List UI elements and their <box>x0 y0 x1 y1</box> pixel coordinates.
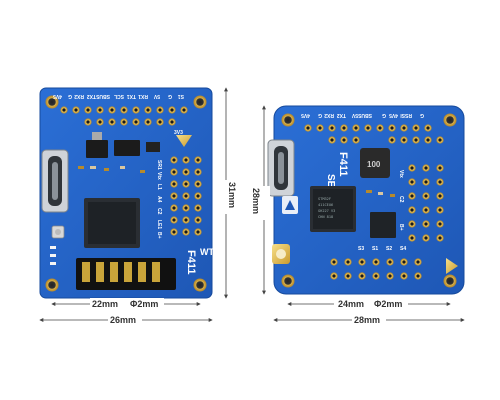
pin-label: B+ <box>398 224 404 231</box>
pin-label: B+ <box>156 232 162 239</box>
antenna-pad <box>272 244 290 264</box>
top-pads <box>60 106 188 126</box>
pin-label: A4 <box>156 196 162 203</box>
board1-hole-diameter-label: Φ2mm <box>130 299 158 309</box>
pin-label: Vtx <box>156 172 162 180</box>
pin-label: G <box>68 93 72 99</box>
usb-c-connector <box>267 139 295 197</box>
chip-marking: 411CEU6 <box>318 203 333 207</box>
pin-label: S1 <box>372 246 378 252</box>
pin-label: G <box>318 112 322 118</box>
pin-label: G <box>168 93 172 99</box>
board2-width-label: 28mm <box>354 315 380 325</box>
board1-height-label: 31mm <box>227 182 237 208</box>
mcu-chip <box>84 198 140 248</box>
pin-label: RSSI <box>400 112 412 118</box>
right-pins: SR1 Vtx L1 A4 C2 LE1 B+ <box>156 156 202 239</box>
chip-marking: CHN 818 <box>318 215 333 219</box>
pin-label: 5V <box>153 93 160 99</box>
board2-hole-spacing-label: 24mm <box>338 299 364 309</box>
pin-label: SR1 <box>156 160 162 170</box>
pin-label: SBUS <box>95 93 110 99</box>
pin-label: SCL <box>114 93 124 99</box>
bottom-pads: S3 S1 S2 S4 <box>330 246 422 280</box>
pin-label: RX1 <box>138 93 148 99</box>
pin-label: LE1 <box>156 220 162 229</box>
orientation-arrow-icon <box>446 258 458 274</box>
pin-label: S4 <box>400 246 406 252</box>
pin-label: S3 <box>358 246 364 252</box>
usb-c-connector <box>41 149 69 213</box>
pin-label: 4V5 <box>53 93 62 99</box>
mcu-chip: STM32F 411CEU6 GH227 V3 CHN 818 <box>310 186 356 232</box>
pin-label: C2 <box>156 208 162 215</box>
top-pin-labels: 4V5 G RX2 TX2 5V SBUS G 4V5 RSSI G <box>301 112 424 118</box>
top-pads <box>304 124 444 144</box>
board-model: F411 <box>185 250 197 274</box>
pin-label: RX2 <box>74 93 84 99</box>
board-suffix: SE <box>325 174 336 188</box>
board2-height-label: 28mm <box>251 188 261 214</box>
board1-width-label: 26mm <box>110 315 136 325</box>
pin-label: TX2 <box>337 112 346 118</box>
board-f411-se: 4V5 G RX2 TX2 5V SBUS G 4V5 RSSI G <box>267 105 465 295</box>
orientation-arrow-icon <box>176 135 192 147</box>
pin-label: C2 <box>398 196 404 203</box>
pin-label: 4V5 <box>389 112 398 118</box>
dimension-annotations: 31mm 22mm Φ2mm 26mm 28mm 24mm Φ2mm 28mm <box>39 87 465 326</box>
right-pins: Vtx C2 B+ <box>398 164 444 242</box>
inductor: 100 <box>360 148 390 178</box>
pin-label: Vtx <box>398 170 404 178</box>
pin-label: RX2 <box>324 112 334 118</box>
pin-label: G <box>382 112 386 118</box>
board-f411-wte: 4V5 G RX2 TX2 SBUS SCL TX1 RX1 5V G S1 <box>39 87 220 299</box>
chip-marking: STM32F <box>318 197 331 201</box>
board-model: F411 <box>337 152 349 176</box>
pin-label: S2 <box>386 246 392 252</box>
pin-label: TX2 <box>87 93 96 99</box>
pin-label: 4V5 <box>301 112 310 118</box>
pin-label: L1 <box>156 184 162 190</box>
pin-label: 3V3 <box>174 130 183 136</box>
board-suffix: WTE <box>200 247 220 257</box>
logo-icon <box>282 196 298 214</box>
board1-hole-spacing-label: 22mm <box>92 299 118 309</box>
pin-label: SBUS <box>357 112 372 118</box>
pin-label: S1 <box>178 93 184 99</box>
svg-text:100: 100 <box>367 160 381 169</box>
pin-label: 5V <box>351 112 358 118</box>
pin-header <box>76 258 176 290</box>
pin-label: G <box>420 112 424 118</box>
pin-label: TX1 <box>127 93 136 99</box>
chip-marking: GH227 V3 <box>318 209 335 213</box>
board2-hole-diameter-label: Φ2mm <box>374 299 402 309</box>
top-pin-labels: 4V5 G RX2 TX2 SBUS SCL TX1 RX1 5V G S1 <box>53 93 184 99</box>
